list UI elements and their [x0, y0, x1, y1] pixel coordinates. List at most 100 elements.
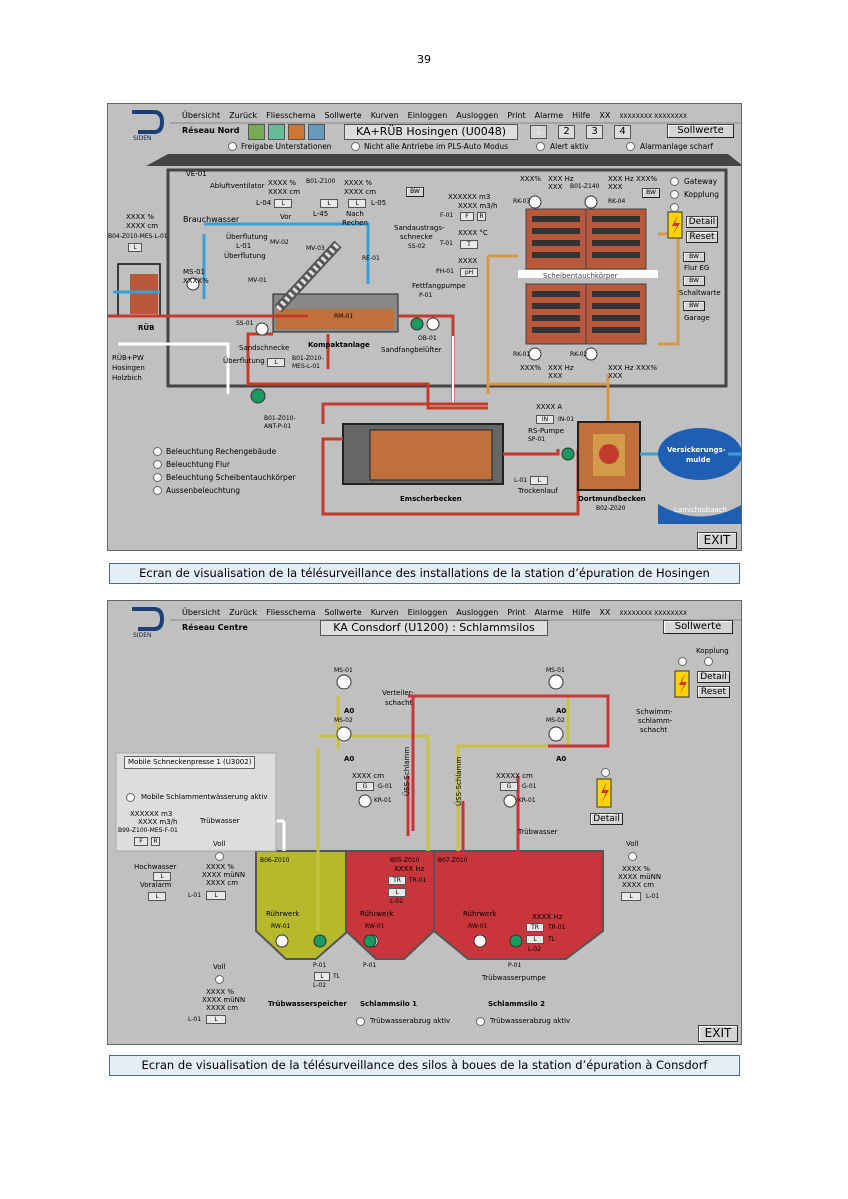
menu-item[interactable]: Hilfe [572, 608, 591, 617]
light-toggle[interactable] [153, 486, 162, 495]
silo1-l[interactable]: L [388, 888, 406, 897]
in-button[interactable]: IN [536, 415, 554, 424]
page-button-1[interactable]: 1 [530, 125, 547, 139]
page-number: 39 [417, 53, 431, 66]
menu-item[interactable]: Ausloggen [456, 111, 499, 120]
page-button-3[interactable]: 3 [586, 125, 603, 139]
detail-button[interactable]: Detail [686, 216, 718, 228]
menu-item[interactable]: Ausloggen [456, 608, 499, 617]
abluft-label: Abluftventilator [210, 182, 265, 190]
bw-button[interactable]: BW [683, 276, 705, 286]
gateway-label: Gateway [684, 177, 718, 186]
menu-item[interactable]: Zurück [229, 608, 258, 617]
silo2-l[interactable]: L [526, 935, 544, 944]
menu-item[interactable]: Alarme [534, 608, 564, 617]
bw-button[interactable]: BW [683, 301, 705, 311]
ms01-pct: XXXX% [183, 277, 209, 285]
menu-item[interactable]: XXXXXXXX XXXXXXXX [619, 113, 687, 120]
ub-l-button[interactable]: L [267, 358, 285, 367]
g-button[interactable]: G [356, 782, 374, 791]
level-l-2[interactable]: L [206, 1015, 226, 1024]
menu-item[interactable]: Hilfe [572, 111, 591, 120]
level-cm-3: XXXX cm [622, 881, 655, 889]
mobile-presse-label[interactable]: Mobile Schneckenpresse 1 (U3002) [124, 756, 256, 769]
tr-button[interactable]: TR [388, 876, 406, 885]
f-button[interactable]: F [460, 212, 474, 221]
menu-item[interactable]: XXXXXXXX XXXXXXXX [619, 610, 687, 617]
mid-l-button[interactable]: L [320, 199, 338, 208]
tools-icon[interactable] [308, 124, 325, 140]
menu-item[interactable]: XX [599, 111, 611, 120]
page-button-2[interactable]: 2 [558, 125, 575, 139]
menu-item[interactable]: Übersicht [182, 111, 221, 120]
level-l-button[interactable]: L [128, 243, 142, 252]
menu-item[interactable]: Fliesschema [266, 111, 316, 120]
sollwerte-button[interactable]: Sollwerte [663, 620, 733, 634]
reset-button[interactable]: Reset [697, 686, 730, 698]
sollwerte-button[interactable]: Sollwerte [667, 124, 734, 138]
bw-button[interactable]: BW [642, 188, 660, 198]
ms01-label: MS-01 [183, 268, 205, 276]
a0-indicator: A0 [556, 755, 567, 763]
menu-item[interactable]: XX [599, 608, 611, 617]
bw-button[interactable]: BW [683, 252, 705, 262]
sp01-label: SP-01 [528, 436, 546, 443]
f-button[interactable]: F [134, 837, 148, 846]
detail-button[interactable]: Detail [697, 671, 730, 683]
dortmundbecken-label: Dortmundbecken [578, 495, 646, 503]
exit-button[interactable]: EXIT [698, 1025, 738, 1042]
exit-button[interactable]: EXIT [697, 532, 737, 549]
uss-label: ÜSS-Schlamm [403, 746, 411, 796]
ruehrwerk-label-3: Rührwerk [463, 910, 497, 918]
r-button[interactable]: R [151, 837, 160, 846]
menu-item[interactable]: Fliesschema [266, 608, 316, 617]
level-l-3[interactable]: L [621, 892, 641, 901]
ph-button[interactable]: pH [460, 268, 478, 277]
page-button-4[interactable]: 4 [614, 125, 631, 139]
r-button[interactable]: R [477, 212, 486, 221]
logo-text: SIDEN [133, 632, 152, 639]
alarm-indicator [670, 203, 679, 212]
speicher-l[interactable]: L [314, 972, 330, 981]
menu-item[interactable]: Einloggen [407, 111, 448, 120]
trocken-l-button[interactable]: L [530, 476, 548, 485]
level-cm: XXXX cm [206, 879, 239, 887]
bw-button[interactable]: BW [406, 187, 424, 197]
nach-l-button[interactable]: L [348, 199, 366, 208]
menu-item[interactable]: Print [507, 608, 526, 617]
menu-bar[interactable]: Übersicht Zurück Fliesschema Sollwerte Kurve… [182, 111, 696, 120]
menu-item[interactable]: Alarme [534, 111, 564, 120]
menu-item[interactable]: Einloggen [407, 608, 448, 617]
t-button[interactable]: T [460, 240, 478, 249]
menu-item[interactable]: Kurven [370, 111, 399, 120]
menu-item[interactable]: Übersicht [182, 608, 221, 617]
map-icon[interactable] [268, 124, 285, 140]
light-toggle[interactable] [153, 460, 162, 469]
vor-l-button[interactable]: L [274, 199, 292, 208]
a0-indicator: A0 [344, 707, 355, 715]
g-button-2[interactable]: G [500, 782, 518, 791]
voralarm-l[interactable]: L [148, 892, 166, 901]
grid-icon[interactable] [288, 124, 305, 140]
mobile-active-label: Mobile Schlammentwässerung aktiv [141, 793, 268, 801]
menu-item[interactable]: Kurven [370, 608, 399, 617]
menu-item[interactable]: Zurück [229, 111, 258, 120]
light-toggle[interactable] [153, 473, 162, 482]
menu-item[interactable]: Print [507, 111, 526, 120]
abzug-toggle-2[interactable] [476, 1017, 485, 1026]
gateway-indicator [670, 177, 679, 186]
navigation-icon[interactable] [248, 124, 265, 140]
menu-item[interactable]: Sollwerte [324, 608, 362, 617]
tr-button-2[interactable]: TR [526, 923, 544, 932]
flow-m3h: XXXX m3/h [138, 818, 178, 826]
abzug-toggle[interactable] [356, 1017, 365, 1026]
rub-label: RÜB [138, 324, 155, 332]
menu-bar[interactable]: Übersicht Zurück Fliesschema Sollwerte Kurve… [182, 608, 696, 617]
menu-item[interactable]: Sollwerte [324, 111, 362, 120]
consdorf-process-diagram [115, 619, 741, 960]
reset-button[interactable]: Reset [686, 231, 718, 243]
hochwasser-l[interactable]: L [153, 872, 171, 881]
level-l[interactable]: L [206, 891, 226, 900]
light-toggle[interactable] [153, 447, 162, 456]
detail-button-2[interactable]: Detail [590, 813, 623, 825]
